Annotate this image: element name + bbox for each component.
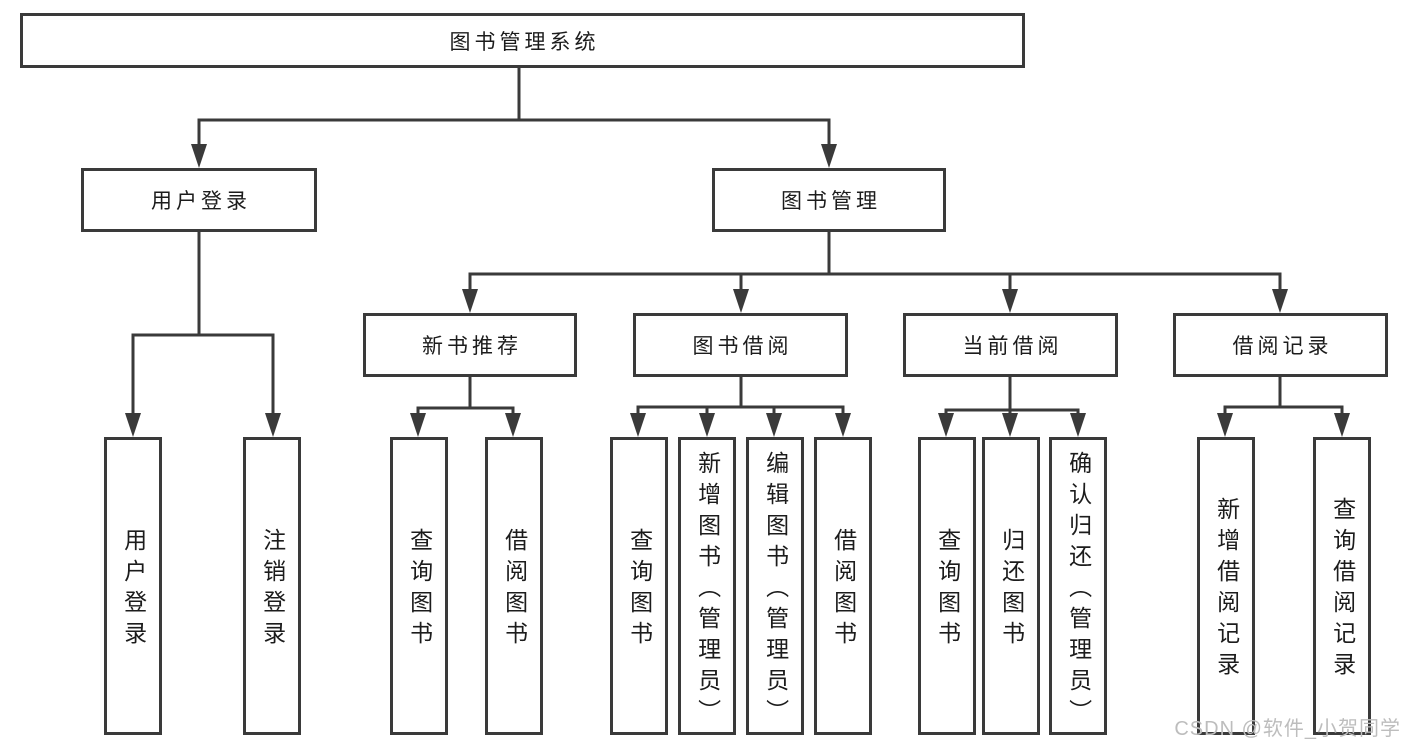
node-current-borrow: 当前借阅 xyxy=(903,313,1118,377)
leaf-label: 新增借阅记录 xyxy=(1213,497,1240,683)
connector-user-login xyxy=(125,232,281,437)
leaf-user-login: 用户登录 xyxy=(104,437,162,735)
connector-book-management xyxy=(462,232,1288,313)
connector-root xyxy=(191,68,837,168)
leaf-label: 注销登录 xyxy=(259,528,286,652)
leaf-label: 用户登录 xyxy=(120,528,147,652)
connector-book-borrow xyxy=(630,377,851,437)
node-label: 新书推荐 xyxy=(422,335,522,358)
leaf-query-books: 查询图书 xyxy=(610,437,668,735)
connector-borrow-records xyxy=(1217,377,1350,437)
node-label: 借阅记录 xyxy=(1232,335,1333,358)
leaf-label: 查询图书 xyxy=(626,528,653,652)
node-label: 当前借阅 xyxy=(962,335,1063,358)
leaf-label: 新增图书（管理员） xyxy=(694,450,721,730)
node-label: 图书借阅 xyxy=(692,335,793,358)
node-borrow-records: 借阅记录 xyxy=(1173,313,1388,377)
leaf-query-books: 查询图书 xyxy=(390,437,448,735)
leaf-label: 编辑图书（管理员） xyxy=(762,450,789,730)
leaf-borrow-books: 借阅图书 xyxy=(485,437,543,735)
node-label: 图书管理系统 xyxy=(449,30,600,54)
leaf-label: 查询图书 xyxy=(406,528,433,652)
leaf-label: 查询借阅记录 xyxy=(1329,497,1356,683)
node-library-system: 图书管理系统 xyxy=(20,13,1025,68)
csdn-watermark: CSDN @软件_小贺同学 xyxy=(1174,718,1401,740)
node-new-book-recommend: 新书推荐 xyxy=(363,313,577,377)
node-user-login: 用户登录 xyxy=(81,168,317,232)
leaf-confirm-return-admin: 确认归还（管理员） xyxy=(1049,437,1107,735)
leaf-edit-books-admin: 编辑图书（管理员） xyxy=(746,437,804,735)
leaf-label: 借阅图书 xyxy=(830,528,857,652)
leaf-borrow-books: 借阅图书 xyxy=(814,437,872,735)
leaf-label: 确认归还（管理员） xyxy=(1065,450,1092,730)
connector-new-book-rec xyxy=(410,377,521,437)
leaf-logout: 注销登录 xyxy=(243,437,301,735)
leaf-query-books: 查询图书 xyxy=(918,437,976,735)
node-label: 用户登录 xyxy=(151,190,251,213)
node-book-management: 图书管理 xyxy=(712,168,946,232)
leaf-return-books: 归还图书 xyxy=(982,437,1040,735)
leaf-add-books-admin: 新增图书（管理员） xyxy=(678,437,736,735)
connector-current-borrow xyxy=(938,377,1086,437)
leaf-label: 借阅图书 xyxy=(501,528,528,652)
leaf-query-borrow-record: 查询借阅记录 xyxy=(1313,437,1371,735)
leaf-add-borrow-record: 新增借阅记录 xyxy=(1197,437,1255,735)
node-label: 图书管理 xyxy=(781,190,881,213)
node-book-borrow: 图书借阅 xyxy=(633,313,848,377)
leaf-label: 归还图书 xyxy=(998,528,1025,652)
leaf-label: 查询图书 xyxy=(934,528,961,652)
